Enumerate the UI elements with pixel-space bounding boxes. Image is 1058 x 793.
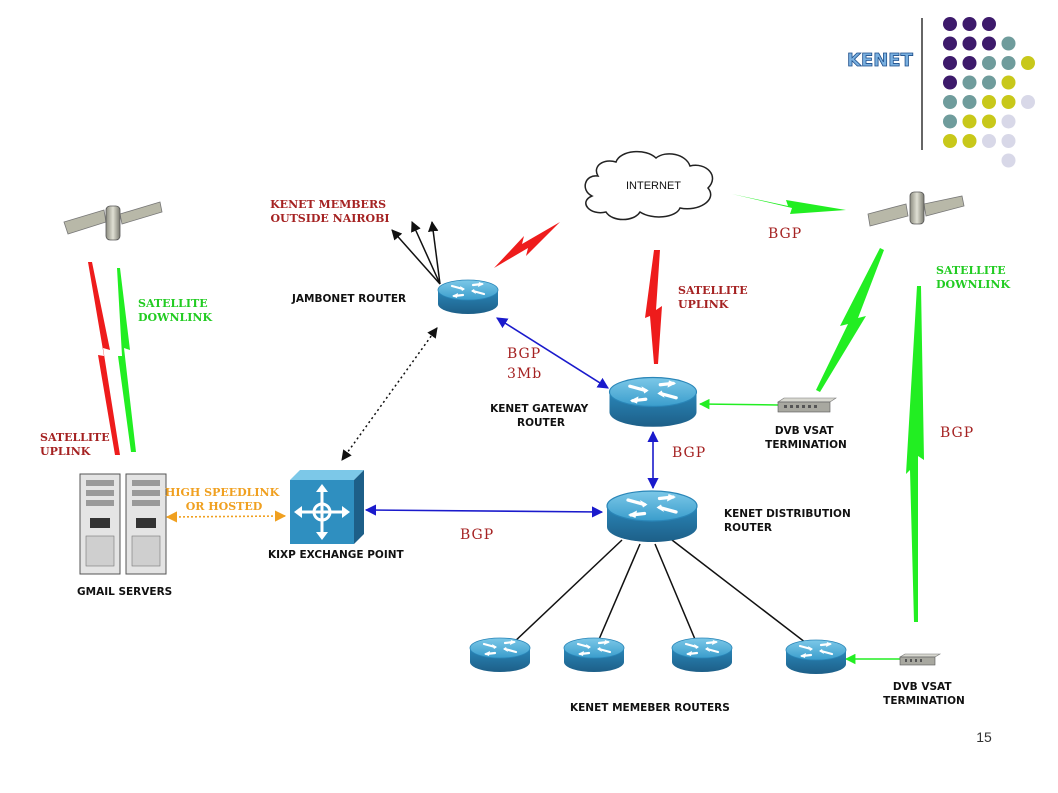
bgp-right-label: BGP: [940, 425, 974, 441]
satellite-right-icon: [867, 191, 965, 227]
gmail-servers-label: GMAIL SERVERS: [77, 586, 172, 598]
distribution-router-label: KENET DISTRIBUTION ROUTER: [724, 508, 854, 534]
gateway-router-label: KENET GATEWAY ROUTER: [490, 403, 592, 429]
brand-dot: [982, 95, 996, 109]
brand-dot: [943, 17, 957, 31]
brand-dot: [1001, 75, 1016, 90]
kixp-switch-icon: [290, 470, 364, 544]
jambonet-kixp-link: [341, 327, 438, 461]
internet-cloud: INTERNET: [584, 150, 714, 221]
jambonet-router-icon: [436, 278, 500, 316]
members-outside-label: KENET MEMBERS OUTSIDE NAIROBI: [270, 198, 390, 225]
member-router-icon-2: [562, 636, 626, 674]
left-downlink-bolt: [117, 268, 136, 452]
dvb-vsat-top-label: DVB VSAT TERMINATION: [765, 425, 847, 451]
jambonet-router-label: JAMBONET ROUTER: [291, 293, 406, 305]
sat-uplink-center-label: SATELLITE UPLINK: [678, 284, 751, 311]
brand-dot: [962, 56, 977, 70]
brand-dot: [962, 75, 977, 90]
brand-dot: [982, 75, 996, 90]
brand-dot: [1001, 153, 1016, 168]
bgp-kixp-label: BGP: [460, 527, 494, 543]
kenet-logo: KENET: [847, 50, 914, 71]
member-routers-label: KENET MEMEBER ROUTERS: [570, 702, 730, 714]
brand-dot: [1001, 95, 1016, 109]
brand-dot: [962, 17, 977, 31]
left-uplink-bolt: [88, 262, 120, 455]
brand-dot: [943, 134, 957, 148]
brand-dot: [982, 134, 996, 148]
brand-dot: [1021, 56, 1035, 70]
brand-dot: [943, 95, 957, 109]
brand-dot: [982, 114, 996, 129]
internet-label: INTERNET: [626, 180, 681, 192]
brand-dot: [962, 36, 977, 51]
center-uplink-bolt: [645, 250, 662, 364]
gmail-kixp-link: [165, 510, 287, 523]
gateway-router-icon: [607, 375, 699, 429]
brand-dot: [1021, 95, 1035, 109]
vsat-top-downlink-bolt: [816, 248, 884, 392]
distribution-router-icon: [605, 489, 699, 544]
brand-dot-grid: [943, 17, 1035, 168]
sat-downlink-left-label: SATELLITE DOWNLINK: [138, 297, 212, 324]
kixp-distribution-link: [364, 504, 604, 518]
members-arrows: [391, 220, 441, 285]
sat-uplink-left-label: SATELLITE UPLINK: [40, 431, 113, 458]
brand-dot: [943, 114, 957, 129]
dvb-vsat-top-icon: [777, 397, 837, 413]
member-router-icon-3: [670, 636, 734, 674]
jambonet-bolt: [494, 222, 560, 268]
brand-dot: [982, 17, 996, 31]
bgp-top-label: BGP: [768, 226, 802, 242]
jambonet-gateway-link: [496, 317, 609, 389]
brand-dot: [982, 36, 996, 51]
gmail-servers-icon: [79, 473, 167, 575]
page-number: 15: [976, 729, 992, 745]
brand-dot: [1001, 56, 1016, 70]
right-downlink-bolt: [906, 286, 924, 622]
sat-downlink-right-label: SATELLITE DOWNLINK: [936, 264, 1010, 291]
dvb-vsat-bottom-label: DVB VSAT TERMINATION: [883, 681, 965, 707]
satellite-left-icon: [63, 201, 163, 241]
member-router-icon-4: [784, 638, 848, 676]
brand-dot: [1001, 36, 1016, 51]
dvb-vsat-bottom-icon: [898, 653, 942, 666]
brand-dot: [962, 114, 977, 129]
vsat-top-gateway-link: [698, 398, 779, 410]
internet-bgp-bolt: [732, 194, 846, 214]
high-speed-link-label: HIGH SPEEDLINK OR HOSTED: [165, 486, 283, 513]
brand-dot: [1001, 114, 1016, 129]
brand-dot: [962, 95, 977, 109]
member-router-icon-1: [468, 636, 532, 674]
brand-dot: [943, 56, 957, 70]
brand-dot: [982, 56, 996, 70]
brand-dot: [943, 36, 957, 51]
brand-dot: [1001, 134, 1016, 148]
bgp-gateway-dist-label: BGP: [672, 445, 706, 461]
bgp-jambonet-label: BGP 3Mb: [507, 346, 547, 382]
distribution-member-links: [511, 539, 811, 647]
kixp-label: KIXP EXCHANGE POINT: [268, 549, 405, 561]
brand-dot: [943, 75, 957, 90]
brand-dot: [962, 134, 977, 148]
